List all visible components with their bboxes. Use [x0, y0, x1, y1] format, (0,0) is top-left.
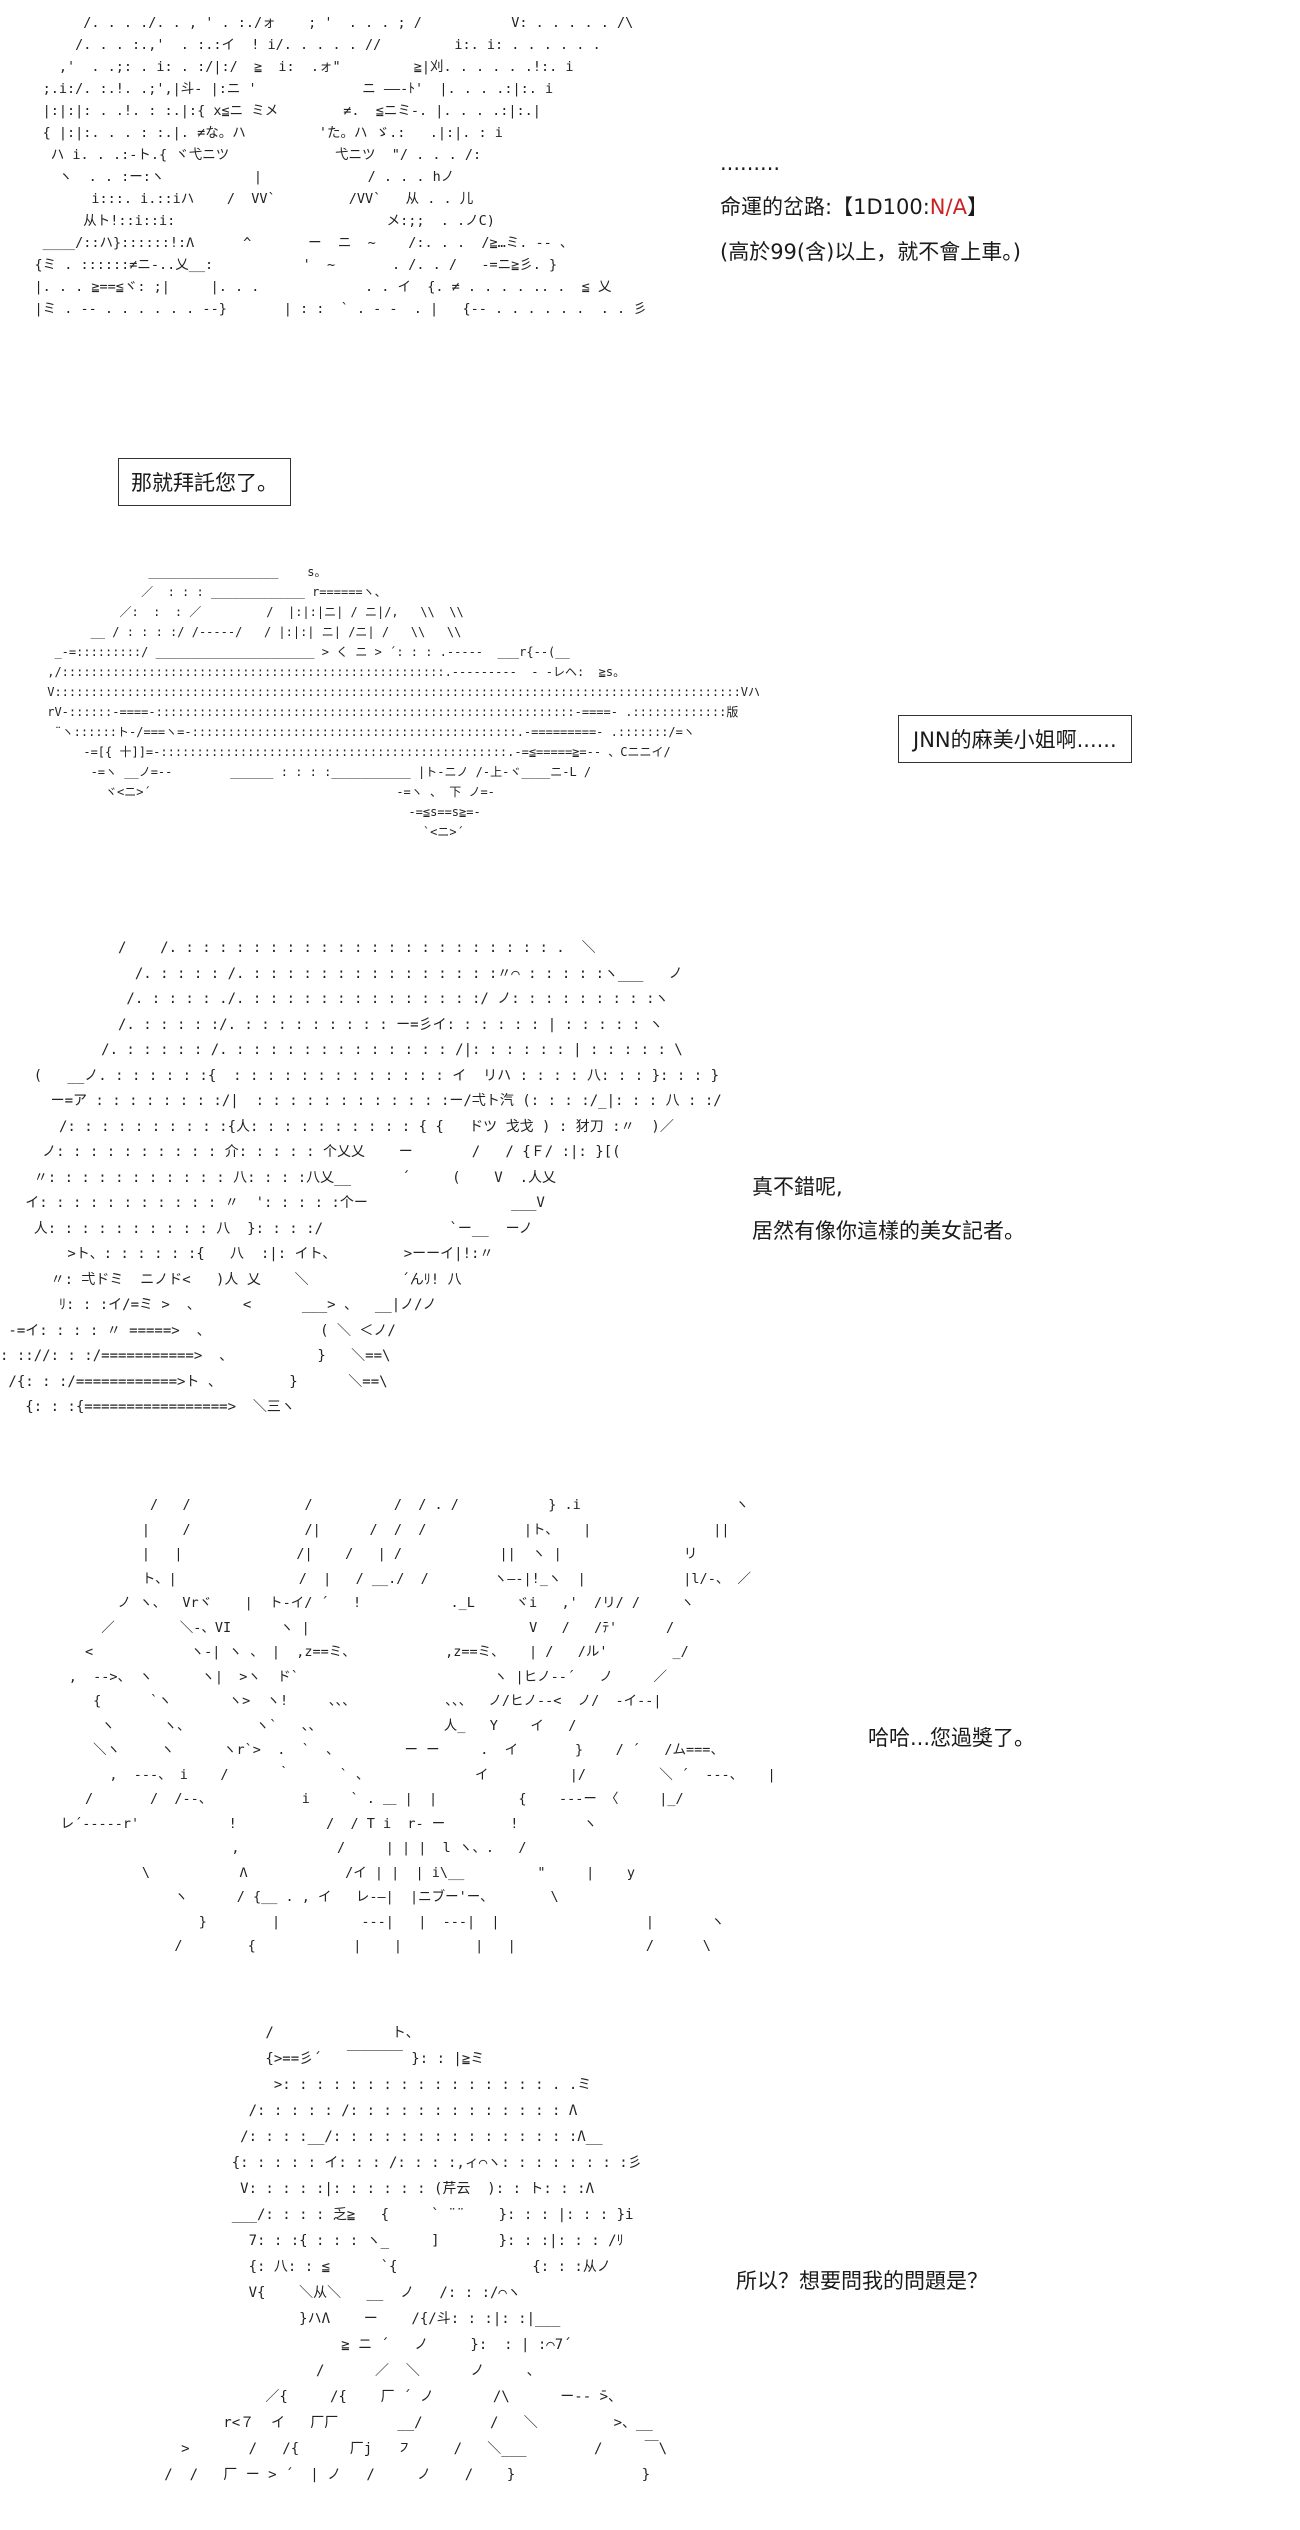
- panel-4: / /. : : : : : : : : : : : : : : : : : :…: [0, 930, 1300, 1450]
- dialogue-line-2: 居然有像你這樣的美女記者。: [752, 1219, 1025, 1244]
- ascii-art-character-speaking: / /. : : : : : : : : : : : : : : : : : :…: [0, 940, 722, 1415]
- dialogue-fate: ......... 命運的岔路:【1D100:N/A】 (高於99(含)以上，就…: [720, 150, 1021, 283]
- panel-3: __________________ s。 ／ : : : __________…: [0, 550, 1300, 880]
- ascii-art-reporter-laughing: / / / / / . / } .i ヽ | / /| / / / |ト、 | …: [60, 1497, 776, 1954]
- dialogue-flattered: 哈哈...您過獎了。: [868, 1725, 1035, 1751]
- dialogue-box-request: 那就拜託您了。: [118, 458, 291, 506]
- panel-5: / / / / / . / } .i ヽ | / /| / / / |ト、 | …: [0, 1485, 1300, 2005]
- ascii-art-car: __________________ s。 ／ : : : __________…: [47, 565, 761, 839]
- ellipsis-text: .........: [720, 151, 781, 175]
- fate-note: (高於99(含)以上，就不會上車。): [720, 239, 1021, 264]
- dialogue-line-1: 真不錯呢,: [752, 1175, 843, 1199]
- dialogue-line: 哈哈...您過獎了。: [868, 1726, 1036, 1750]
- panel-1: /. . . ./. . , ' . :./ォ ; ' . . . ; / V:…: [0, 0, 1300, 420]
- dialogue-line: 所以？想要問我的問題是？: [736, 2269, 988, 2293]
- fate-roll-result: N/A: [929, 195, 967, 220]
- ascii-art-character-closeup: /. . . ./. . , ' . :./ォ ; ' . . . ; / V:…: [34, 15, 647, 317]
- panel-6: / ト、 {>==彡´ ￣￣￣￣ }: : |≧ミ >: : : : : : :…: [0, 2010, 1300, 2530]
- ascii-art-reporter-question: / ト、 {>==彡´ ￣￣￣￣ }: : |≧ミ >: : : : : : :…: [164, 2025, 668, 2483]
- dialogue-question: 所以？想要問我的問題是？: [736, 2268, 988, 2294]
- fate-roll-line: 命運的岔路:【1D100:N/A】: [720, 195, 988, 220]
- dialogue-box-jnn: JNN的麻美小姐啊......: [898, 715, 1132, 763]
- dialogue-compliment: 真不錯呢, 居然有像你這樣的美女記者。: [752, 1174, 1025, 1263]
- panel-2: 那就拜託您了。: [0, 420, 1300, 540]
